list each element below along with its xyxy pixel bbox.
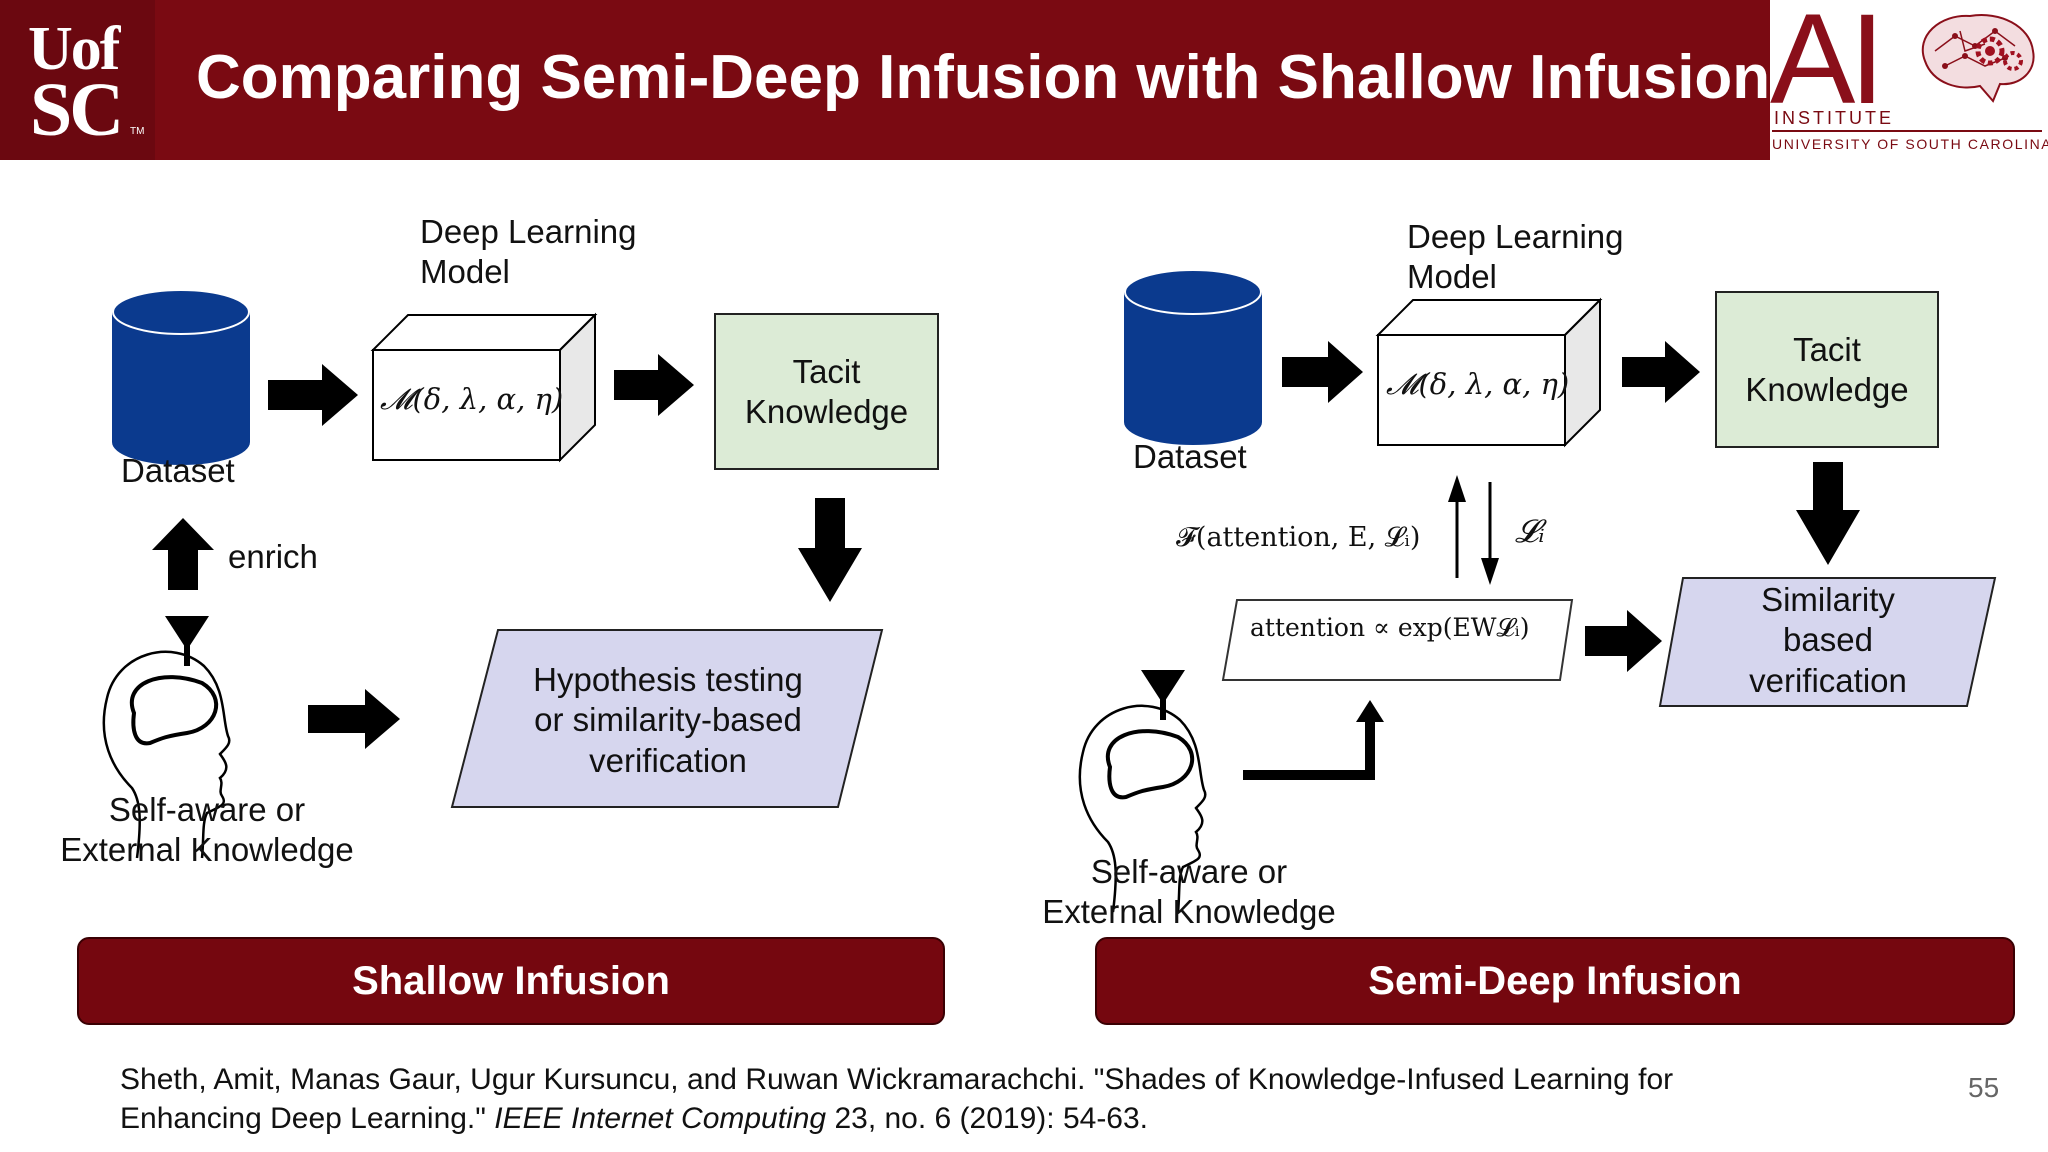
left-dataset-cylinder-icon <box>112 289 250 465</box>
citation-journal: IEEE Internet Computing <box>494 1102 827 1135</box>
right-knowledge-label: Self-aware or External Knowledge <box>1042 853 1336 931</box>
left-model-label: Deep Learning Model <box>420 212 637 293</box>
right-verification-label: Similarity based verification <box>1749 581 1907 699</box>
brain-gear-icon <box>1921 14 2035 103</box>
right-verification-box <box>1658 577 1997 707</box>
left-arrow-tacit-down <box>798 498 862 602</box>
citation-line2-pre: Enhancing Deep Learning." <box>120 1102 495 1135</box>
left-verification-box <box>450 629 884 808</box>
left-model-formula: 𝓜(δ, λ, α, η) <box>380 382 564 416</box>
right-tacit-label: Tacit Knowledge <box>1745 331 1909 409</box>
right-arrow-tacit-down <box>1796 462 1860 565</box>
left-arrow-knowledge-to-verification <box>308 689 400 749</box>
page-number: 55 <box>1968 1072 2000 1103</box>
left-knowledge-label: Self-aware or External Knowledge <box>60 791 354 869</box>
right-f-formula: 𝓕(attention, E, 𝓛ᵢ) <box>1176 522 1421 553</box>
right-model-cube <box>1375 297 1603 448</box>
slide-title: Comparing Semi-Deep Infusion with Shallo… <box>196 43 1771 112</box>
shallow-infusion-banner: Shallow Infusion <box>77 937 945 1025</box>
right-arrow-model-to-tacit <box>1622 341 1700 403</box>
usc-logo: Uof SC TM <box>0 0 155 160</box>
left-verification-label: Hypothesis testing or similarity-based v… <box>533 661 803 779</box>
left-model-cube <box>370 312 598 463</box>
ai-logo-letters: AI <box>1770 0 1885 131</box>
right-arrow-dataset-to-model <box>1282 341 1363 403</box>
right-model-label: Deep Learning Model <box>1407 218 1624 296</box>
right-dataset-cylinder-icon <box>1124 269 1262 445</box>
right-arrow-attention-to-verification <box>1585 610 1662 672</box>
ai-logo-institute: INSTITUTE <box>1774 108 1894 128</box>
left-tacit-label: Tacit Knowledge <box>744 353 909 431</box>
ai-logo-university: UNIVERSITY OF SOUTH CAROLINA <box>1772 136 2048 152</box>
right-arrow-knowledge-to-attention <box>1243 700 1384 780</box>
left-arrow-dataset-to-model <box>268 364 358 426</box>
left-model-label-text: Deep Learning Model <box>420 213 637 291</box>
usc-logo-trademark: TM <box>130 126 145 137</box>
usc-logo-line2: SC <box>30 68 124 152</box>
right-tacit-box <box>1715 291 1939 448</box>
right-bidirectional-arrows <box>1448 475 1499 585</box>
header-bar: Uof SC TM Comparing Semi-Deep Infusion w… <box>0 0 1770 160</box>
left-enrich-label: enrich <box>228 538 318 575</box>
ai-institute-logo: AI INSTITUTE UNIVERSITY OF SOUTH CAROLIN… <box>1770 0 2048 160</box>
left-tacit-box <box>714 313 939 470</box>
left-dataset-label: Dataset <box>121 452 235 489</box>
right-loss-formula: 𝓛ᵢ <box>1515 512 1545 550</box>
citation-line2-post: 23, no. 6 (2019): 54-63. <box>826 1102 1149 1135</box>
citation: Sheth, Amit, Manas Gaur, Ugur Kursuncu, … <box>120 1060 1673 1138</box>
right-dataset-label: Dataset <box>1133 438 1247 475</box>
right-model-formula: 𝓜(δ, λ, α, η) <box>1386 367 1570 401</box>
ai-logo-rule <box>1772 130 2042 132</box>
citation-line1: Sheth, Amit, Manas Gaur, Ugur Kursuncu, … <box>120 1063 1674 1096</box>
usc-logo-line1: Uof <box>28 15 120 83</box>
left-arrow-enrich-up <box>152 518 214 590</box>
semi-deep-infusion-banner: Semi-Deep Infusion <box>1095 937 2015 1025</box>
right-attention-box <box>1221 599 1574 681</box>
left-arrow-model-to-tacit <box>614 354 694 416</box>
right-attention-formula: attention ∝ exp(EW𝓛ᵢ) <box>1250 613 1530 642</box>
citation-line2: Enhancing Deep Learning." IEEE Internet … <box>120 1099 1673 1138</box>
